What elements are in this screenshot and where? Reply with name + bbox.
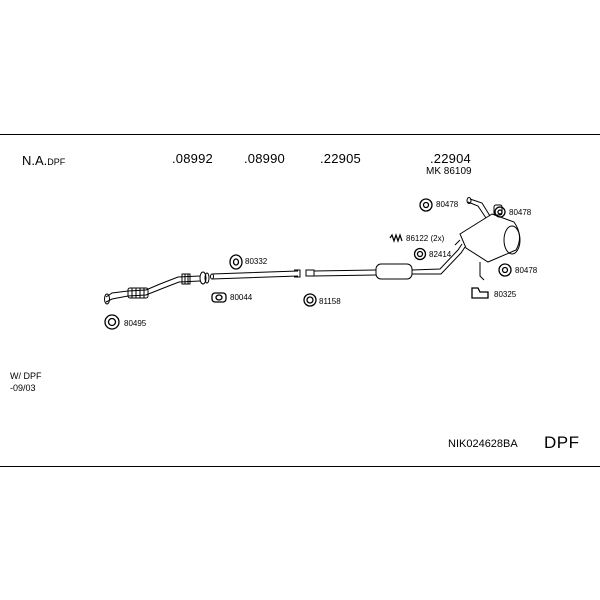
rubber-mount-icon	[229, 254, 243, 270]
kit-number[interactable]: 86109	[443, 166, 472, 177]
rear-silencer-end	[503, 225, 521, 255]
part-number-22905[interactable]: .22905	[320, 151, 361, 166]
fitting-80332[interactable]: 80332	[245, 257, 268, 266]
gasket-icon	[211, 292, 227, 303]
system-type: DPF	[544, 433, 580, 452]
fitting-81158[interactable]: 81158	[319, 297, 341, 306]
sealing-ring-icon	[303, 293, 317, 307]
variant-main: N.A.	[22, 153, 48, 168]
kit-code: NIK024628BA	[448, 438, 518, 450]
fitting-80478-lower[interactable]: 80478	[515, 266, 538, 275]
rear-pipe	[411, 243, 466, 275]
front-pipe	[105, 275, 201, 303]
fitting-80478-top[interactable]: 80478	[436, 200, 459, 209]
part-number-22904[interactable]: .22904	[430, 151, 471, 166]
rubber-mount-icon-c	[498, 263, 512, 277]
fitting-80325[interactable]: 80325	[494, 290, 517, 299]
frame-top-line	[0, 134, 600, 135]
note-date-range: -09/03	[10, 383, 36, 393]
flex-ribs	[131, 288, 145, 298]
part-number-08992[interactable]: .08992	[172, 151, 213, 166]
note-with-dpf: W/ DPF	[10, 371, 42, 381]
intermediate-pipe	[211, 270, 299, 280]
centre-muffler	[375, 263, 413, 280]
clamp-joint	[181, 273, 191, 285]
rubber-mount-icon-a	[419, 198, 433, 212]
front-ring-icon	[104, 314, 120, 330]
rear-silencer	[459, 213, 520, 263]
variant-label: N.A.DPF	[22, 153, 65, 169]
kit-note: MK 86109	[426, 167, 472, 177]
fitting-80495[interactable]: 80495	[124, 319, 147, 328]
pipe-end-a	[294, 269, 301, 278]
frame-bottom-line	[0, 466, 600, 467]
tail-pipe	[467, 198, 491, 219]
fitting-80478-right[interactable]: 80478	[509, 208, 532, 217]
mid-flange	[199, 271, 207, 285]
bracket-icon	[471, 287, 489, 299]
kit-prefix: MK	[426, 166, 441, 177]
connector-piece	[305, 269, 315, 277]
part-number-08990[interactable]: .08990	[244, 151, 285, 166]
spring-icon	[389, 233, 403, 243]
fitting-80044[interactable]: 80044	[230, 293, 253, 302]
front-flange	[104, 293, 110, 305]
variant-suffix: DPF	[47, 157, 66, 167]
centre-pipe	[313, 269, 377, 277]
fitting-86122[interactable]: 86122 (2x)	[406, 234, 445, 243]
fitting-82414[interactable]: 82414	[429, 250, 452, 259]
clamp-icon	[413, 247, 427, 261]
tail-bracket	[493, 204, 503, 216]
flex-section	[127, 287, 149, 299]
rubber-mount-icon-b	[494, 206, 506, 218]
